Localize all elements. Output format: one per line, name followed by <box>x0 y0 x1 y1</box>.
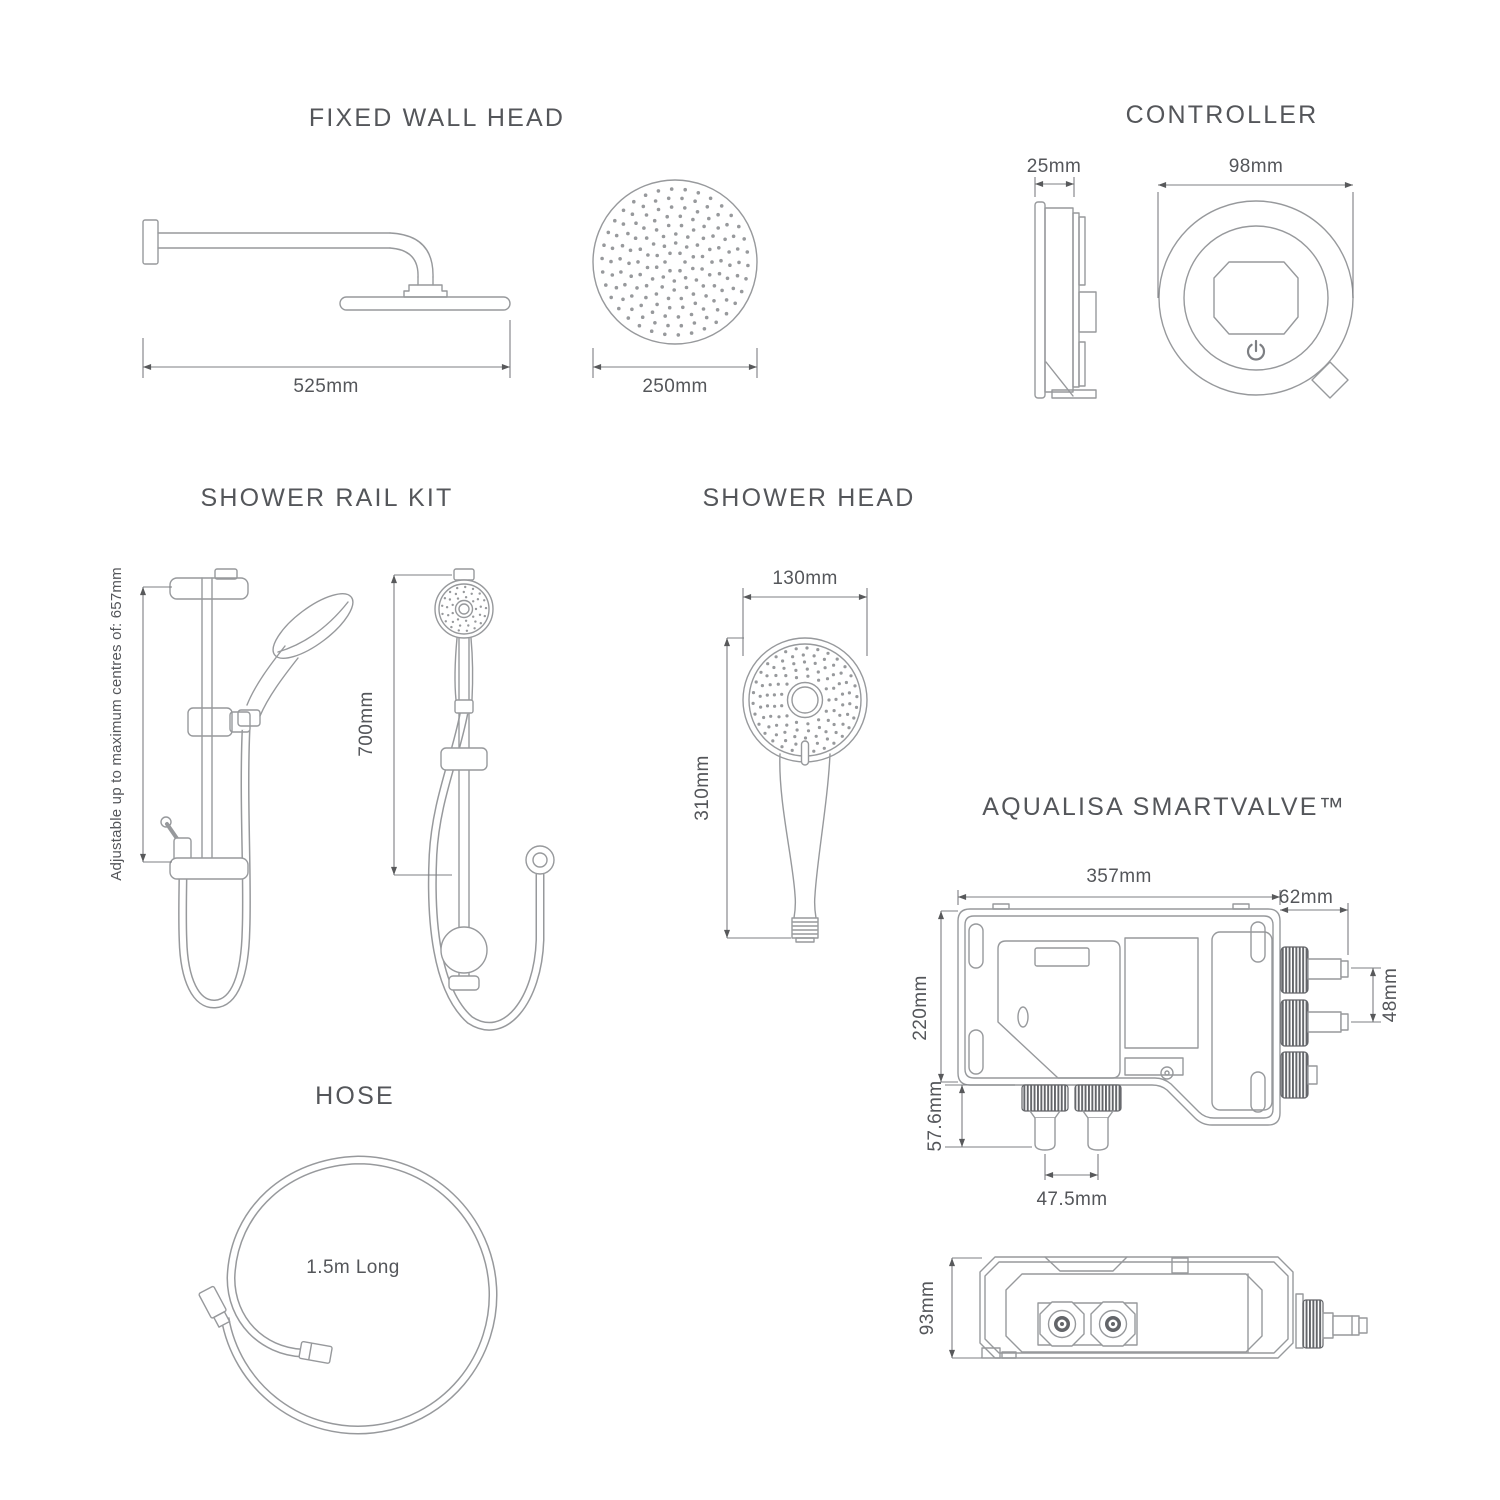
controller-diameter-dimension: 98mm <box>1157 156 1354 298</box>
rail-kit-front-view <box>427 568 555 1031</box>
shower-head-front-view <box>742 637 868 943</box>
hose-length-label: 1.5m Long <box>306 1257 399 1278</box>
smartvalve-depth-dimension: 93mm <box>917 1257 982 1359</box>
smartvalve-front-view <box>957 903 1349 1151</box>
dim-label-valve-depth: 93mm <box>917 1281 938 1335</box>
smartvalve-inlet-connectors <box>1021 1084 1122 1151</box>
smartvalve-height-dimension: 220mm <box>910 910 958 1083</box>
section-shower-rail-kit: SHOWER RAIL KIT <box>108 484 555 1031</box>
dim-label-adjustable-note: Adjustable up to maximum centres of: 657… <box>108 567 125 881</box>
dim-label-inlet-drop: 57.6mm <box>925 1080 946 1151</box>
hose-inner-connector <box>298 1340 333 1364</box>
shower-head-width-dimension: 130mm <box>742 568 868 656</box>
hose-coil-drawing <box>198 1155 498 1435</box>
rail-kit-side-view <box>160 568 354 1009</box>
dim-label-head-width: 130mm <box>772 568 837 589</box>
smartvalve-bottom-view <box>979 1256 1368 1359</box>
smartvalve-outlet-spacing-dimension: 48mm <box>1351 967 1401 1023</box>
controller-side-view <box>1034 201 1097 399</box>
section-shower-head: SHOWER HEAD 130mm <box>692 484 915 943</box>
bottom-view-connectors <box>1039 1301 1136 1347</box>
dim-label-rail-height: 700mm <box>356 691 377 756</box>
hose-title: HOSE <box>315 1082 395 1110</box>
dim-label-arm-length: 525mm <box>293 376 358 397</box>
smartvalve-width-dimension: 357mm <box>957 866 1281 905</box>
dim-label-inlet-spacing: 47.5mm <box>1036 1189 1107 1210</box>
shower-head-height-dimension: 310mm <box>692 637 791 939</box>
controller-q-tab <box>1311 361 1349 399</box>
rail-adjustable-dimension: Adjustable up to maximum centres of: 657… <box>108 567 172 881</box>
controller-front-view <box>1158 200 1354 399</box>
dim-label-valve-width: 357mm <box>1086 866 1151 887</box>
controller-title: CONTROLLER <box>1126 101 1319 129</box>
hose-outer-connector <box>198 1285 231 1328</box>
fixed-wall-head-title: FIXED WALL HEAD <box>309 104 565 132</box>
fixed-wall-head-arm-dimension: 525mm <box>142 320 511 397</box>
dim-label-valve-height: 220mm <box>910 975 931 1040</box>
fixed-wall-head-side-view <box>142 219 511 311</box>
section-smartvalve: AQUALISA SMARTVALVE™ <box>910 793 1401 1359</box>
section-hose: HOSE 1.5m Long <box>198 1082 498 1435</box>
dim-label-controller-depth: 25mm <box>1027 156 1081 177</box>
dim-label-outlet-spacing: 48mm <box>1380 968 1401 1022</box>
fixed-wall-head-face-view <box>592 179 758 345</box>
smartvalve-inlet-spacing-dimension: 47.5mm <box>1036 1154 1107 1210</box>
dim-label-controller-diameter: 98mm <box>1229 156 1283 177</box>
rail-height-dimension: 700mm <box>356 574 452 876</box>
fixed-wall-head-diameter-dimension: 250mm <box>592 348 758 397</box>
power-icon <box>1246 339 1266 361</box>
dim-label-head-diameter: 250mm <box>642 376 707 397</box>
shower-rail-kit-title: SHOWER RAIL KIT <box>201 484 454 512</box>
smartvalve-outlet-knobs <box>1280 946 1349 1099</box>
bottom-view-side-knob <box>1295 1293 1368 1349</box>
smartvalve-outlet-section-dimension: 62mm <box>1279 887 1349 955</box>
smartvalve-title: AQUALISA SMARTVALVE™ <box>982 793 1346 821</box>
smartvalve-inlet-drop-dimension: 57.6mm <box>925 1080 1032 1152</box>
shower-head-title: SHOWER HEAD <box>702 484 915 512</box>
dim-label-head-height: 310mm <box>692 755 713 820</box>
dim-label-outlet-section: 62mm <box>1279 887 1333 908</box>
section-fixed-wall-head: FIXED WALL HEAD 525mm 250mm <box>142 104 758 397</box>
section-controller: CONTROLLER 25mm <box>1027 101 1354 399</box>
controller-depth-dimension: 25mm <box>1027 156 1081 197</box>
